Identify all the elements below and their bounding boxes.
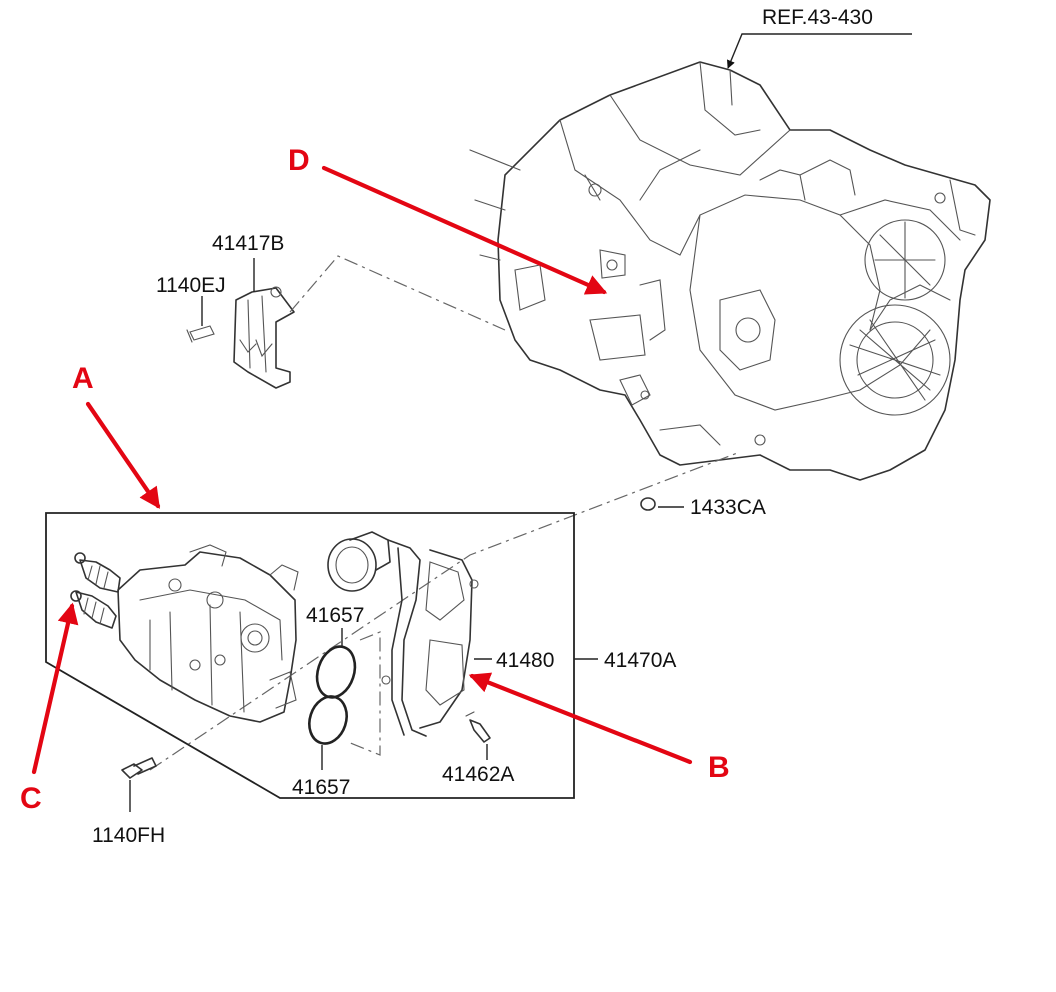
ref-leader	[726, 33, 912, 69]
oring-lower-label: 41657	[292, 776, 350, 799]
plug-label: 1433CA	[690, 496, 766, 519]
actuator-assy-label: 41470A	[604, 649, 676, 672]
bolt-1140fh-drawing	[121, 757, 157, 779]
oring-upper-drawing	[315, 645, 357, 699]
callout-c-label: C	[20, 782, 42, 815]
plug-1433ca-drawing	[640, 497, 656, 511]
callout-b-arrow	[468, 672, 693, 765]
oring-upper-label: 41657	[306, 604, 364, 627]
actuator-sub-label: 41480	[496, 649, 554, 672]
actuator-body-drawing	[70, 544, 299, 723]
install-line-bracket	[289, 255, 506, 331]
bolt-mount-label: 1140FH	[92, 824, 165, 847]
bolt-41462a-drawing	[465, 711, 491, 743]
oring-lower-drawing	[308, 695, 348, 745]
callout-c-arrow	[31, 602, 79, 775]
callout-d-label: D	[288, 144, 310, 177]
oring-install-line	[347, 631, 381, 756]
bracket-bolt-label: 1140EJ	[156, 274, 226, 297]
bracket-41417b-drawing	[186, 286, 295, 389]
bracket-label: 41417B	[212, 232, 284, 255]
assembly-frame	[45, 512, 575, 799]
install-line-actuator	[149, 451, 741, 771]
callout-a-arrow	[85, 401, 161, 509]
transmission-housing-drawing	[469, 61, 991, 481]
callout-b-label: B	[708, 751, 730, 784]
callout-a-label: A	[72, 362, 94, 395]
actuator-motor-drawing	[327, 531, 479, 737]
bolt-small-label: 41462A	[442, 763, 514, 786]
ref-label: REF.43-430	[762, 6, 873, 29]
callout-d-arrow	[321, 165, 608, 295]
